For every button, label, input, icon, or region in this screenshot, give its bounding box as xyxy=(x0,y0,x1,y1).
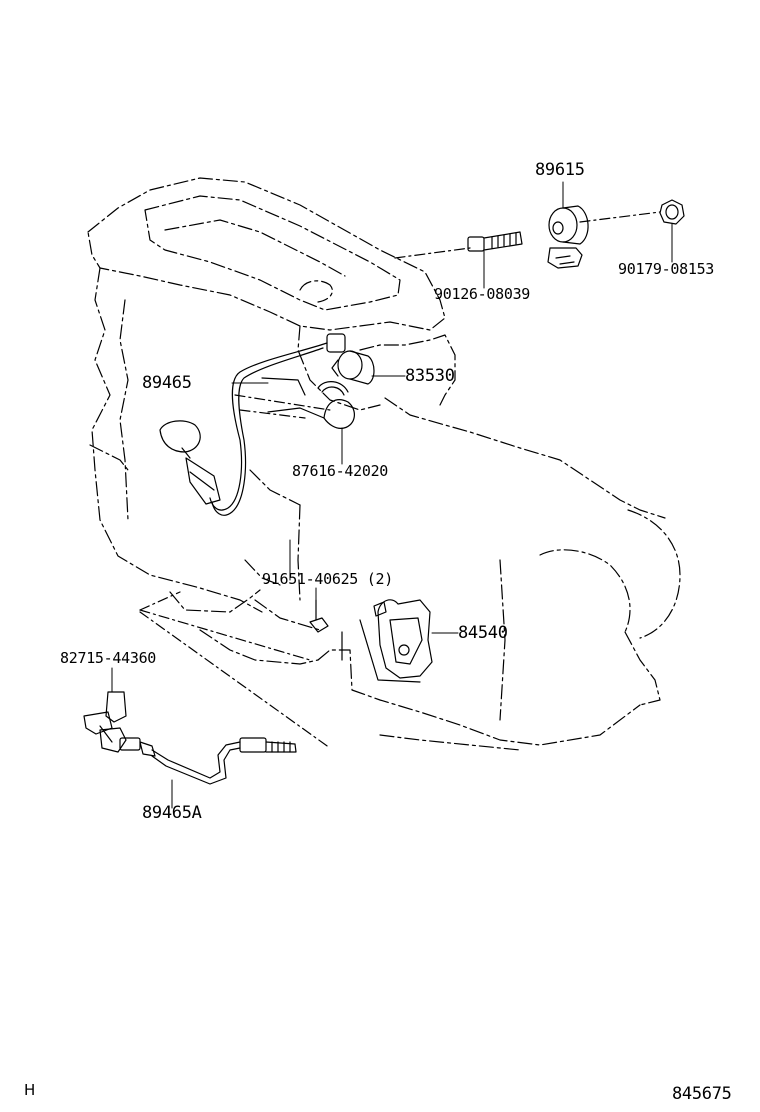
nut-90179 xyxy=(659,199,685,225)
label-89615: 89615 xyxy=(535,160,585,180)
label-82715-44360: 82715-44360 xyxy=(60,649,157,667)
neutral-start-switch-84540 xyxy=(359,599,433,683)
label-89465A: 89465A xyxy=(142,803,202,823)
bracket-82715 xyxy=(83,691,127,743)
intake-port xyxy=(159,420,201,453)
oil-pressure-switch-83530 xyxy=(331,350,375,385)
oxygen-sensor-89465A xyxy=(99,727,297,785)
knock-sensor-89615 xyxy=(547,205,589,269)
label-89465: 89465 xyxy=(142,373,192,393)
leader-lines xyxy=(111,181,673,809)
label-91651-40625: 91651-40625 (2) xyxy=(262,570,393,588)
figure-number: 845675 xyxy=(672,1084,732,1104)
engine-outline xyxy=(87,177,681,751)
label-84540: 84540 xyxy=(458,623,508,643)
label-87616-42020: 87616-42020 xyxy=(292,462,389,480)
clamp-87616 xyxy=(261,377,355,429)
page-code: H xyxy=(24,1081,35,1099)
label-83530: 83530 xyxy=(405,366,455,386)
label-90126-08039: 90126-08039 xyxy=(434,285,531,303)
oxygen-sensor-89465 xyxy=(181,333,346,516)
leader-phantom-lines xyxy=(139,211,661,749)
bolt-91651 xyxy=(309,599,343,661)
stud-bolt-90126 xyxy=(467,231,523,252)
label-90179-08153: 90179-08153 xyxy=(618,260,715,278)
